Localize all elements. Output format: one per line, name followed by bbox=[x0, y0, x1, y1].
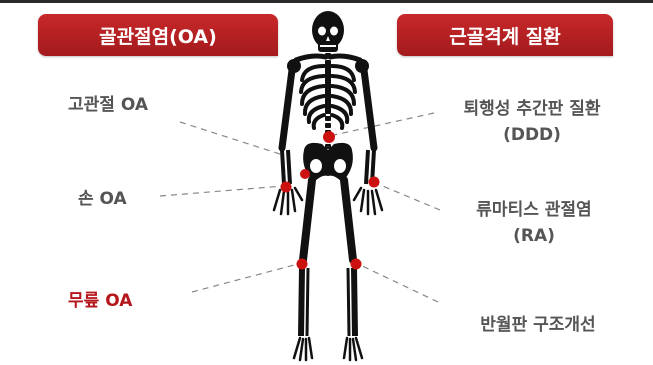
marker-left-wrist bbox=[281, 182, 292, 193]
leader-knee bbox=[192, 264, 298, 292]
marker-right-wrist bbox=[369, 177, 380, 188]
label-meniscus-text: 반월판 구조개선 bbox=[480, 315, 595, 335]
label-hip-oa: 고관절 OA bbox=[68, 92, 148, 118]
leader-hand bbox=[160, 186, 283, 196]
label-knee-oa: 무릎 OA bbox=[68, 288, 132, 314]
label-hand-oa: 손 OA bbox=[78, 186, 127, 212]
marker-spine bbox=[323, 131, 335, 143]
marker-left-knee bbox=[297, 259, 308, 270]
label-ra: 류마티스 관절염 (RA) bbox=[452, 197, 616, 249]
label-ra-line2: (RA) bbox=[452, 223, 616, 249]
label-ddd: 퇴행성 추간판 질환 (DDD) bbox=[440, 96, 624, 148]
label-knee-oa-text: 무릎 OA bbox=[68, 291, 132, 311]
leader-meniscus bbox=[358, 264, 438, 302]
marker-right-knee bbox=[351, 259, 362, 270]
label-hand-oa-text: 손 OA bbox=[78, 189, 127, 209]
label-ddd-line1: 퇴행성 추간판 질환 bbox=[440, 96, 624, 122]
leader-hip bbox=[180, 122, 283, 155]
marker-left-hip bbox=[300, 169, 310, 179]
label-ddd-line2: (DDD) bbox=[440, 122, 624, 148]
label-ra-line1: 류마티스 관절염 bbox=[452, 197, 616, 223]
leader-ra bbox=[373, 182, 440, 210]
label-hip-oa-text: 고관절 OA bbox=[68, 95, 148, 115]
leader-ddd bbox=[334, 113, 434, 135]
label-meniscus: 반월판 구조개선 bbox=[458, 312, 618, 338]
